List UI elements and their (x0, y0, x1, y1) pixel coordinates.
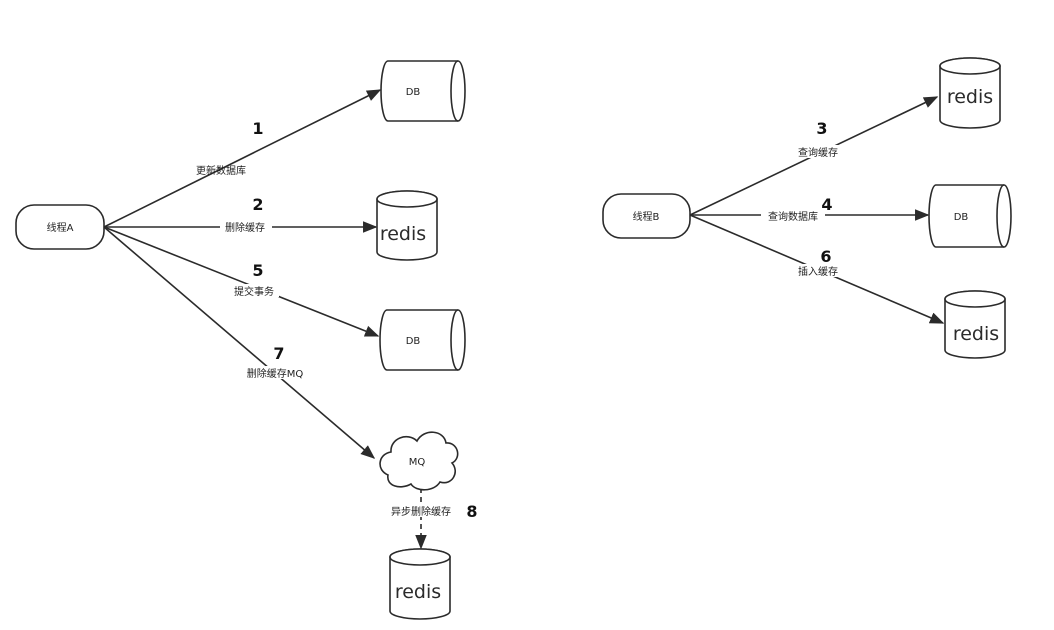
thread-b-node: 线程B (602, 193, 691, 239)
redis-node-right-top: redis (939, 57, 1001, 129)
step-number-1: 1 (252, 119, 263, 138)
db-lower-label: DB (406, 336, 421, 347)
redis-right-top-label: redis (947, 86, 993, 108)
redis-right-bottom-label: redis (953, 323, 999, 345)
step-number-6: 6 (820, 247, 831, 266)
redis-middle-label: redis (380, 223, 426, 245)
step-number-4: 4 (821, 195, 832, 214)
step-number-7: 7 (273, 344, 284, 363)
edge-label-delete-cache: 删除缓存 (225, 221, 265, 234)
edge-label-group-2: 2 删除缓存 (220, 195, 272, 234)
edge-label-query-db: 查询数据库 (768, 210, 818, 223)
edge-label-query-cache: 查询缓存 (798, 146, 838, 159)
edge-label-delete-cache-mq: 删除缓存MQ (247, 367, 304, 380)
thread-b-label: 线程B (633, 210, 660, 223)
db-node-right: DB (928, 184, 1012, 248)
db-right-label: DB (954, 212, 969, 223)
thread-a-label: 线程A (47, 221, 74, 234)
edge-label-group-8: 异步删除缓存 8 (385, 502, 478, 521)
redis-bottom-label: redis (395, 581, 441, 603)
db-node-lower: DB (379, 309, 466, 371)
db-node-top: DB (380, 60, 466, 122)
step-number-2: 2 (252, 195, 263, 214)
edge-label-group-3: 3 查询缓存 (794, 119, 844, 159)
step-number-8: 8 (466, 502, 477, 521)
edge-label-update-db: 更新数据库 (196, 164, 246, 177)
redis-node-bottom: redis (389, 548, 451, 620)
edge-label-group-5: 5 提交事务 (229, 261, 279, 298)
edge-label-group-6: 6 插入缓存 (795, 247, 845, 278)
mq-cloud-node: MQ (379, 431, 459, 491)
redis-node-right-bottom: redis (944, 290, 1006, 359)
edge-label-group-7: 7 删除缓存MQ (240, 344, 310, 380)
edge-delete-cache-mq (103, 226, 376, 459)
edge-label-insert-cache: 插入缓存 (798, 265, 838, 278)
edge-label-group-4: 4 查询数据库 (761, 195, 833, 223)
edge-update-db (103, 89, 382, 228)
step-number-3: 3 (816, 119, 827, 138)
edge-commit-transaction (103, 226, 380, 337)
thread-a-node: 线程A (15, 204, 105, 250)
redis-node-middle: redis (376, 190, 438, 261)
edge-label-async-delete-cache: 异步删除缓存 (391, 505, 451, 518)
step-number-5: 5 (252, 261, 263, 280)
db-top-label: DB (406, 87, 421, 98)
mq-label: MQ (409, 457, 426, 468)
edge-label-group-1: 1 更新数据库 (196, 119, 264, 177)
edge-label-commit-transaction: 提交事务 (234, 285, 274, 298)
